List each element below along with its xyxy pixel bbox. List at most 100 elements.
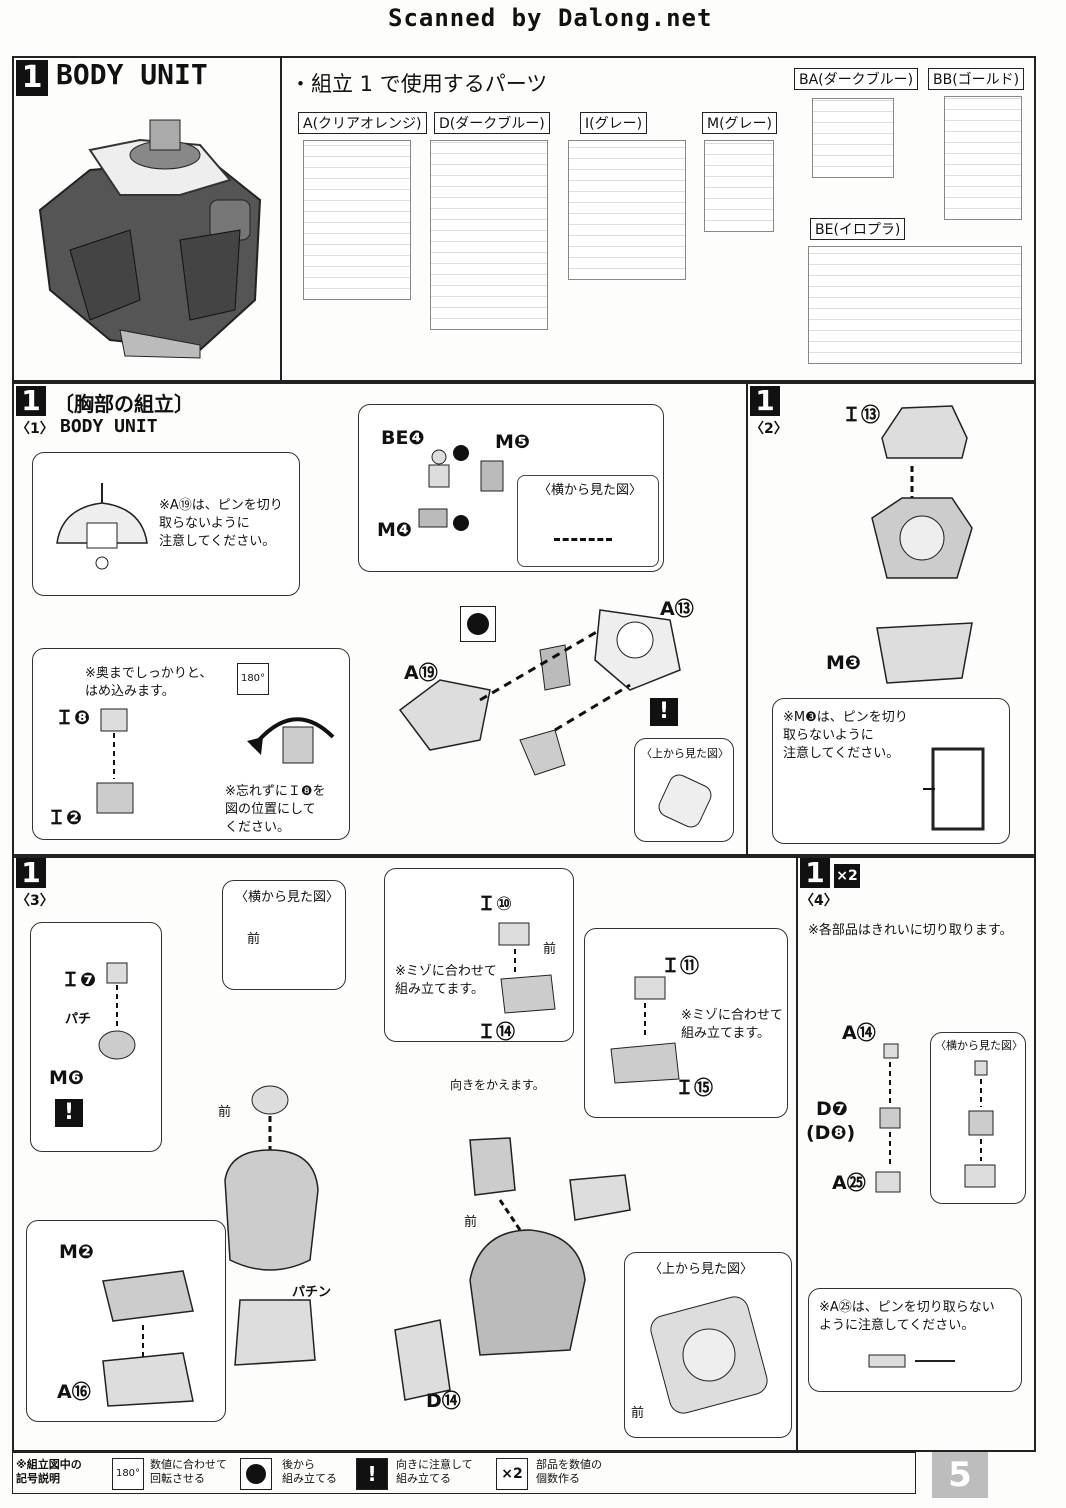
top-view-sketch-3 [650,1296,768,1414]
section1-step-number: 1 [16,60,48,96]
cut-note: ※各部品はきれいに切り取ります。 [808,923,1013,938]
step-1-1-number: 1 [16,386,46,416]
part-i11-label: Ｉ⑪ [661,955,700,977]
scan-credit: Scanned by Dalong.net [388,4,713,32]
step-1-4-sub: 〈4〉 [800,893,838,909]
top-view-sketch [658,774,712,828]
chest-assembly-sketch [398,609,681,776]
pin-note-bubble: ※A⑲は、ピンを切り 取らないように 注意してください。 [32,452,300,596]
part-a16-label: A⑯ [57,1381,91,1403]
step-1-2-sketch [871,405,973,684]
click-label: パチ [65,1012,92,1027]
m3-pin-sketch [923,747,985,831]
step-1-3-main-sketch [224,1085,319,1366]
legend-mult-text: 部品を数値の 個数作る [536,1458,602,1485]
part-i15-label: Ｉ⑮ [675,1077,714,1099]
m2-a16-bubble: M❷ A⑯ [26,1220,226,1422]
runner-be-label: BE(イロプラ) [810,218,906,240]
forget-note: ※忘れずにＩ❽を 図の位置にして ください。 [225,784,326,835]
runner-a-label: A(クリアオレンジ) [298,112,427,134]
side-view-sketch-4 [964,1060,996,1188]
seat-bubble: BE❹ M❺ M❹ 〈横から見た図〉 [358,404,664,572]
part-a13-label: A⑬ [660,598,694,620]
part-be4-label: BE❹ [381,427,425,449]
legend-later-text: 後から 組み立てる [282,1458,337,1485]
part-d8-label: (D❽) [806,1122,856,1144]
side-view-label-3: 〈横から見た図〉 [235,890,340,905]
part-m4-label: M❹ [377,519,412,541]
part-a19-label: A⑲ [404,662,438,684]
groove-note-2: ※ミゾに合わせて 組み立てます。 [681,1008,783,1041]
legend-later-icon [240,1458,272,1490]
legend-later-dot [246,1464,266,1484]
press-in-note: ※奥までしっかりと、 はめ込みます。 [85,666,213,699]
legend-warning-text: 向きに注意して 組み立てる [396,1458,473,1485]
front-label-3: 前 [543,942,557,957]
runner-i-image [568,140,686,280]
a25-note-text: ※A㉕は、ピンを切り取らない ように注意してください。 [819,1300,995,1333]
top-view-label: 〈上から見た図〉 [641,747,729,760]
a25-pin-sketch [868,1354,955,1368]
top-view-bubble-3: 〈上から見た図〉 前 [624,1252,792,1438]
runner-ba-label: BA(ダークブルー) [794,68,919,90]
legend-mult-icon: ×2 [496,1458,528,1490]
side-view-bubble-4: 〈横から見た図〉 [930,1032,1026,1204]
m3-note-bubble: ※M❸は、ピンを切り 取らないように 注意してください。 [772,698,1010,844]
part-a25-label: A㉕ [832,1172,866,1194]
part-i8-label: Ｉ❽ [55,707,91,729]
page-number: 5 [932,1452,988,1498]
section1-divider [280,56,282,382]
i11-i15-bubble: Ｉ⑪ ※ミゾに合わせて 組み立てます。 Ｉ⑮ [584,928,788,1118]
front-label-4: 前 [464,1215,478,1230]
part-i7-label: Ｉ❼ [61,969,97,991]
section1-frame [12,56,1036,382]
runner-d-image [430,140,548,330]
part-i2-label: Ｉ❷ [47,807,83,829]
side-view-inset: 〈横から見た図〉 [517,475,659,567]
step-1-2-number: 1 [750,386,780,416]
later-assembly-icon [460,606,496,642]
a19-part-sketch [56,483,148,570]
runner-m-image [704,140,774,232]
front-label-2: 前 [218,1105,232,1120]
step-1-1-title: 〔胸部の組立〕 [54,392,194,416]
step-1-3-number: 1 [16,858,46,888]
turn-note: 向きをかえます。 [450,1078,545,1092]
part-i10-label: Ｉ⑩ [477,893,513,915]
runner-m-label: M(グレー) [702,112,778,134]
body-unit-illustration [38,119,262,359]
part-m6-label: M❻ [49,1067,84,1089]
runner-a-image [303,140,411,300]
step-1-4-mult: ×2 [834,864,860,888]
step-1-4-sketch [875,1043,901,1193]
part-a14-label: A⑭ [842,1022,876,1044]
runner-i-label: I(グレー) [580,112,648,134]
runner-be-image [808,246,1022,364]
front-label-1: 前 [247,932,261,947]
i10-i14-bubble: Ｉ⑩ 前 ※ミゾに合わせて 組み立てます。 Ｉ⑭ [384,868,574,1043]
parts-heading: ・組立 1 で使用するパーツ [290,68,547,98]
side-view-arrow [554,538,612,541]
step-1-2-frame [746,382,1036,856]
step-1-1-sub: 〈1〉 [16,421,54,437]
rotate-180-icon: 180° [237,663,269,695]
legend-rotate-text: 数値に合わせて 回転させる [150,1458,227,1485]
part-d14-label: D⑭ [426,1390,461,1412]
i7-warning-icon: ! [55,1099,83,1127]
legend-title: ※組立図中の 記号説明 [16,1458,82,1485]
a25-note-bubble: ※A㉕は、ピンを切り取らない ように注意してください。 [808,1288,1022,1392]
runner-bb-label: BB(ゴールド) [928,68,1025,90]
m3-note-text: ※M❸は、ピンを切り 取らないように 注意してください。 [783,710,908,761]
i10-i14-sketch [498,922,556,1014]
press-in-bubble: ※奥までしっかりと、 はめ込みます。 Ｉ❽ Ｉ❷ 180° ※忘れずにＩ❽を 図… [32,648,350,840]
part-d7-label: D❼ [816,1098,848,1120]
legend-frame [12,1452,916,1494]
i8-i2-sketch [96,708,134,814]
side-view-label-4: 〈横から見た図〉 [935,1039,1023,1052]
orientation-warning-icon: ! [650,698,678,726]
step-1-2-sub: 〈2〉 [750,421,788,437]
section1-title: BODY UNIT [56,58,208,91]
parts-heading-text: ・組立 1 で使用するパーツ [290,72,548,96]
step-1-3-sub: 〈3〉 [16,893,54,909]
legend-rotate-icon: 180° [112,1458,144,1490]
